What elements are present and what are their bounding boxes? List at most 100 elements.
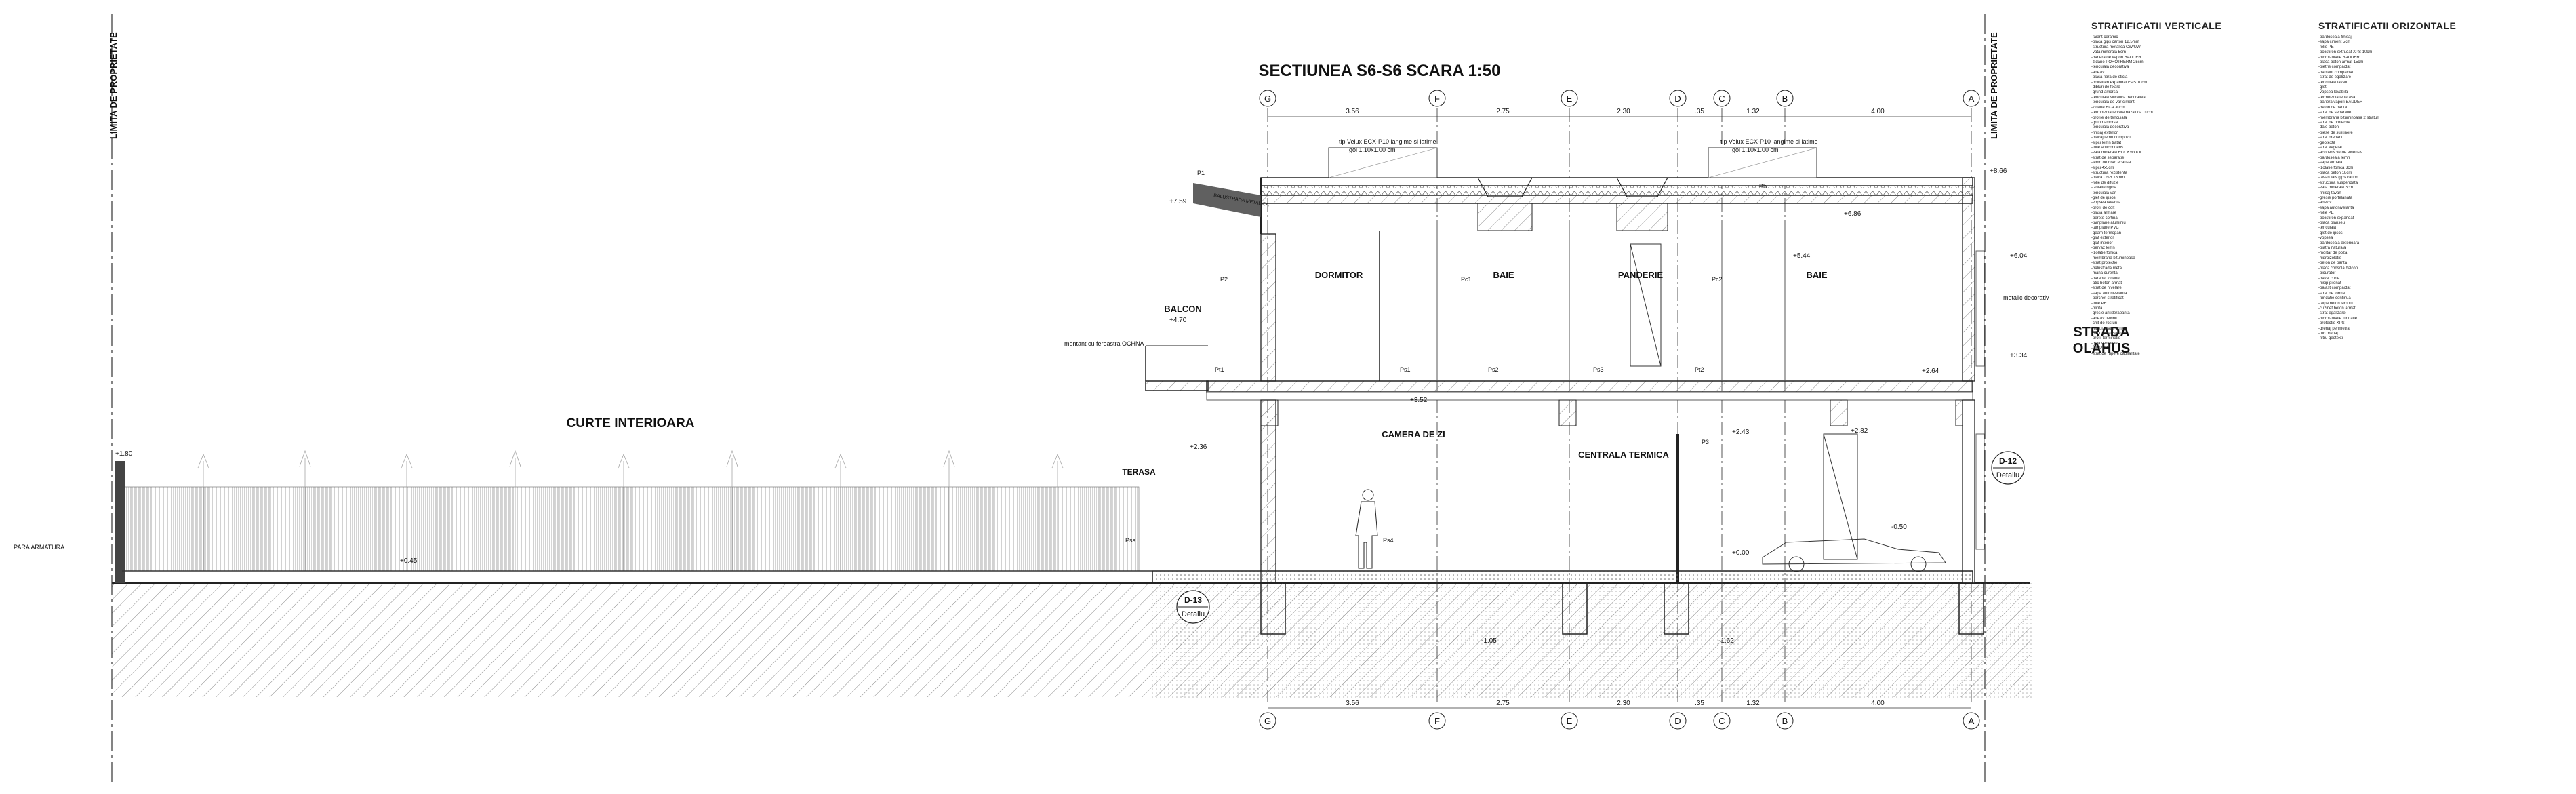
openings [1630,243,1985,560]
spec-line: -strat de separatie [2091,155,2125,160]
spec-line: -vopsea [2318,236,2333,241]
street-name-1: STRADA [2073,325,2129,340]
spec-line: -filtru geotextil [2318,336,2344,341]
svg-text:+0.00: +0.00 [1732,549,1750,557]
svg-text:Pc2: Pc2 [1712,276,1723,283]
spec-line: -termoizolatie terasa [2318,95,2356,100]
spec-line: -zidarie BCA 30cm [2091,105,2125,110]
spec-line: -strat de nivelare [2091,286,2122,291]
spec-line: -sapa autonivelanta [2091,291,2127,296]
spec-line: -vopsea lavabila [2091,201,2121,205]
svg-text:+2.36: +2.36 [1190,443,1207,451]
spec-line: -strat de forma [2318,291,2346,296]
svg-text:+7.59: +7.59 [1169,198,1187,205]
svg-text:G: G [1264,94,1271,104]
svg-text:2.30: 2.30 [1617,700,1630,707]
level-marks: +8.66 +7.59 +6.04 +4.70 +3.34 +2.64 +2.3… [115,167,2028,645]
balcony [1145,345,1209,391]
spec-line: -sapa ciment 5cm [2318,40,2351,45]
svg-text:D: D [1674,94,1681,104]
spec-line: -strat vegetal [2318,145,2342,150]
spec-line: -tencuiala silicatica decorativa [2091,95,2146,100]
spec-line: -gresie antiderapanta [2091,311,2130,316]
spec-line: -grund amorsa [2091,90,2118,95]
left-wall-post [115,461,125,583]
spec-line: -izolatie fonica [2091,251,2118,256]
upper-slab [1206,380,1973,426]
svg-text:4.00: 4.00 [1871,108,1885,115]
spec-line: -sapa armata [2318,161,2343,165]
spec-line: -tamplarie aluminiu [2091,221,2126,226]
spec-line: -strat de separatie [2318,111,2352,115]
svg-text:3.56: 3.56 [1346,700,1359,707]
svg-text:D-12: D-12 [1999,456,2017,466]
spec-line: -tencuiala var [2091,191,2116,195]
spec-line: -mortar de poza [2318,251,2348,256]
spec-line: -folie anticondens [2091,145,2124,150]
room-camera-de-zi: CAMERA DE ZI [1382,429,1445,439]
spec-line: -tavan fals gips carton [2318,176,2358,180]
street-name-2: OLAHUS [2073,341,2130,356]
spec-line: -vata minerala ROCKWOOL [2091,151,2143,155]
spec-line: -structura rezistenta [2091,170,2128,175]
svg-text:1.32: 1.32 [1746,700,1760,707]
spec-line: -hidroizolatie fundatie [2318,316,2358,321]
spec-line: -dale beton [2318,125,2339,130]
spec-line: -polistiren expandat EPS 10cm [2091,80,2148,85]
spec-line: -piatra naturala [2318,246,2346,251]
axis-bubbles-bottom: G F E D C B A [1259,712,1980,730]
spec-line: -izolatie fonica 3cm [2318,165,2354,170]
svg-text:P3: P3 [1702,439,1709,445]
svg-text:.35: .35 [1695,700,1704,707]
spec-line: -strat drenant [2318,136,2343,140]
svg-text:A: A [1969,94,1975,104]
spec-line: -placaj lemn compozit [2091,136,2131,140]
spec-line: -faiant ceramic [2091,35,2118,39]
spec-line: -strat de rupere capilaritate [2091,351,2140,356]
svg-text:G: G [1264,716,1271,726]
area-curte-interioara: CURTE INTERIOARA [567,416,695,431]
svg-text:1.32: 1.32 [1746,108,1760,115]
fence [121,486,1140,572]
spec-line: -strat de protectie [2318,120,2350,125]
spec-line: -sipci 4x5cm [2091,165,2114,170]
callout-skylight-right: tip Velux ECX-P10 langime si latime [1720,138,1818,145]
svg-text:P1: P1 [1197,170,1205,176]
svg-text:-1.62: -1.62 [1718,637,1734,645]
svg-text:Ps2: Ps2 [1488,366,1499,373]
room-panderie: PANDERIE [1618,270,1664,280]
spec-line: -plasa fibra de sticla [2091,75,2128,80]
spec-line: -folie PE [2318,211,2334,216]
svg-text:Ps1: Ps1 [1400,366,1411,373]
spec-line: -finisaj exterior [2091,130,2118,135]
svg-text:Pc1: Pc1 [1461,276,1472,283]
svg-text:F: F [1434,716,1440,726]
svg-text:Pt1: Pt1 [1215,366,1224,373]
property-limit-left-label: LIMITA DE PROPRIETATE [108,32,119,139]
spec-line: -tencuiala decorativa [2091,125,2129,130]
svg-text:Detaliu: Detaliu [1996,471,2019,479]
spec-line: -pamant compactat [2318,70,2354,75]
spec-line: -piese de sustinere [2318,130,2353,135]
spec-line: -glet [2318,85,2327,90]
svg-text:+2.43: +2.43 [1732,429,1750,436]
spec-line: -zidarie POROTHERM 25cm [2091,60,2144,65]
svg-text:C: C [1718,716,1725,726]
spec-line: -adeziv [2318,201,2332,205]
dimension-line-top: 3.56 2.75 2.30 .35 1.32 4.00 [1268,108,1971,117]
spec-horizontal-list: -pardoseala finisaj-sapa ciment 5cm-foli… [2318,35,2569,342]
spec-line: -protectie XPS [2318,321,2345,326]
spec-line: -cuzinet beton armat [2318,306,2356,311]
svg-text:Pb: Pb [1759,183,1767,190]
spec-line: -plinta [2091,306,2103,311]
spec-horizontal: STRATIFICATII ORIZONTALE -pardoseala fin… [2318,20,2569,342]
ground-fill [1152,583,2034,698]
spec-line: -placa planseu [2318,221,2346,226]
spec-line: -geam termopan [2091,231,2122,235]
section-title: SECTIUNEA S6-S6 SCARA 1:50 [1259,62,1501,80]
spec-line: -bariera vapori BAUDER [2318,100,2363,105]
svg-text:+8.66: +8.66 [1990,167,2007,175]
spec-line: -tencuiala decorativa [2091,65,2129,70]
svg-text:4.00: 4.00 [1871,700,1885,707]
